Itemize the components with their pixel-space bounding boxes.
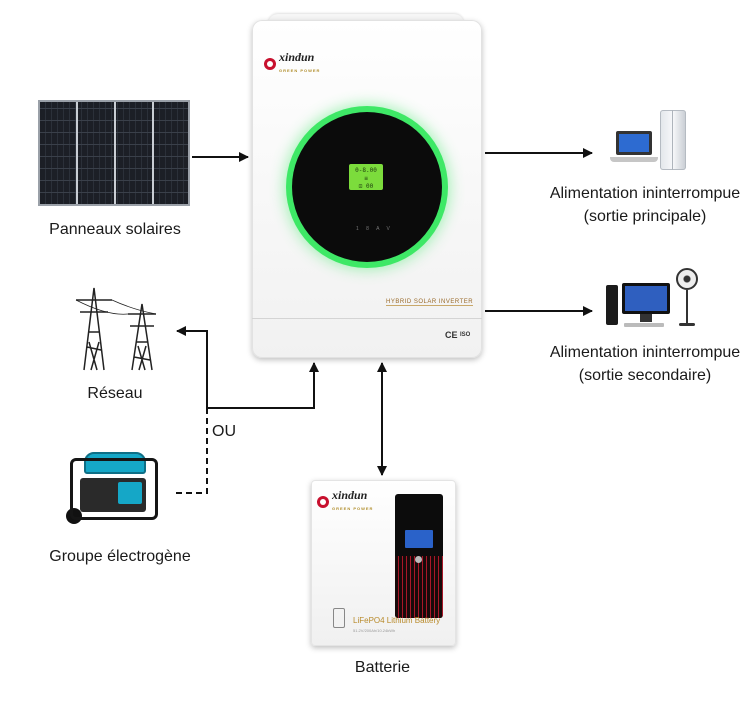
arrow-source-to-inverter [207, 362, 319, 409]
brand-logo-icon [264, 58, 276, 70]
arrow-inverter-to-grid [176, 326, 208, 408]
ups-secondary-line-1: Alimentation ininterrompue [549, 344, 741, 361]
inverter-divider [252, 318, 482, 319]
ups-main-label: Alimentation ininterrompue (sortie princ… [540, 182, 750, 228]
battery-front-panel [395, 494, 443, 618]
generator-panel [118, 482, 142, 504]
inverter-lcd: 0-8.00 ≡ ⊡ 00 [349, 164, 383, 190]
or-label: OU [212, 423, 236, 440]
battery-brand-sub: GREEN POWER [332, 506, 374, 511]
generator-dashed-link [176, 408, 208, 494]
iso-mark: ISO [460, 332, 471, 338]
battery-power-button [415, 556, 422, 563]
hybrid-inverter: xindun GREEN POWER 0-8.00 ≡ ⊡ 00 1 8 A V… [252, 20, 482, 358]
battery-label: Batterie [354, 659, 411, 676]
generator-frame [70, 458, 158, 520]
laptop-icon [616, 131, 652, 155]
ce-mark: CE [445, 330, 458, 340]
inverter-model-text: HYBRID SOLAR INVERTER [386, 299, 474, 306]
monitor-stand [640, 314, 652, 322]
ups-main-line-1: Alimentation ininterrompue [549, 185, 741, 202]
battery-name: LiFePO4 Lithium Battery [353, 616, 441, 625]
fan-base [679, 323, 695, 326]
ups-secondary-label: Alimentation ininterrompue (sortie secon… [540, 341, 750, 387]
fan-pole [686, 290, 688, 324]
battery-brand-logo-icon [317, 496, 329, 508]
inverter-status-leds: 1 8 A V [356, 226, 393, 232]
inverter-brand-sub: GREEN POWER [279, 68, 321, 73]
ups-secondary-line-2: (sortie secondaire) [578, 367, 712, 384]
laptop-base [610, 157, 658, 162]
refrigerator-icon [660, 110, 686, 170]
monitor-icon [622, 283, 670, 314]
power-pylon-icon [75, 287, 157, 371]
battery-icon [333, 608, 345, 628]
desktop-computer-icon [606, 285, 618, 325]
solar-panel-icon [38, 100, 190, 206]
generator-label: Groupe électrogène [49, 548, 191, 565]
generator-tank [84, 452, 146, 474]
fan-icon [676, 268, 698, 290]
lcd-line-1: 0-8.00 [355, 167, 377, 174]
lithium-battery: xindun GREEN POWER LiFePO4 Lithium Batte… [311, 480, 456, 646]
lcd-line-3: ⊡ 00 [358, 183, 374, 190]
inverter-brand: xindun GREEN POWER [264, 50, 321, 76]
battery-spec: 51.2V/200Ah/10.24kWh [353, 628, 396, 633]
battery-screen [405, 530, 433, 548]
inverter-display-ring: 0-8.00 ≡ ⊡ 00 1 8 A V [292, 112, 442, 262]
keyboard-icon [624, 323, 664, 327]
battery-brand-name: xindun GREEN POWER [332, 488, 374, 511]
inverter-brand-name: xindun GREEN POWER [279, 50, 321, 73]
grid-label: Réseau [87, 385, 143, 402]
ups-main-line-2: (sortie principale) [583, 208, 707, 225]
solar-panels-label: Panneaux solaires [49, 221, 181, 238]
lcd-line-2: ≡ [364, 175, 368, 182]
battery-brand: xindun GREEN POWER [317, 488, 374, 514]
